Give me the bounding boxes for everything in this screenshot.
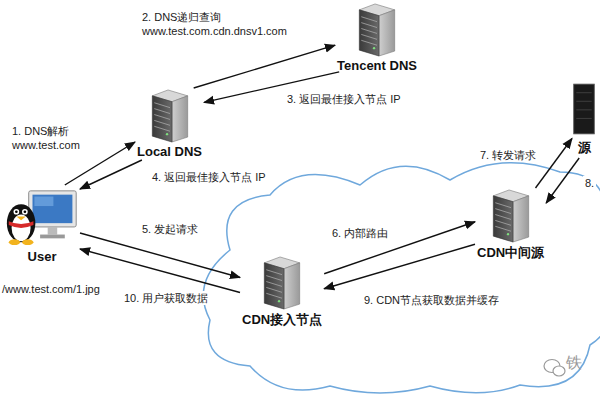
node-label: 源 bbox=[572, 138, 596, 158]
watermark: 铁 bbox=[564, 356, 584, 370]
origin-server-node: 源 bbox=[572, 80, 596, 158]
flow-arrow bbox=[324, 244, 475, 289]
step-label: 3. 返回最佳接入节点 IP bbox=[285, 92, 403, 106]
server-node: CDN中间源 bbox=[475, 188, 546, 263]
flow-arrow bbox=[80, 249, 240, 293]
step-label: 6. 内部路由 bbox=[330, 226, 390, 240]
server-node: CDN接入节点 bbox=[240, 255, 324, 330]
step-label: 1. DNS解析 www.test.com bbox=[10, 124, 104, 152]
server-icon bbox=[260, 255, 304, 310]
bigserver-icon bbox=[572, 80, 596, 138]
wechat-icon bbox=[544, 360, 565, 377]
flow-arrow bbox=[80, 160, 142, 189]
server-node: Tencent DNS bbox=[335, 2, 419, 74]
flow-arrow bbox=[194, 45, 335, 88]
user-icon bbox=[4, 185, 80, 248]
server-icon bbox=[148, 88, 192, 143]
flow-arrow bbox=[535, 139, 572, 189]
step-label: 2. DNS递归查询 www.test.com.cdn.dnsv1.com bbox=[140, 10, 324, 38]
node-label: User bbox=[4, 248, 80, 265]
step-label: 9. CDN节点获取数据并缓存 bbox=[362, 293, 501, 307]
node-label: CDN中间源 bbox=[475, 243, 546, 263]
server-node: Local DNS bbox=[135, 88, 204, 160]
node-label: Tencent DNS bbox=[335, 57, 419, 74]
step-label: 5. 发起请求 bbox=[140, 222, 200, 236]
step-label: 4. 返回最佳接入节点 IP bbox=[150, 170, 268, 184]
server-icon bbox=[489, 188, 533, 243]
step-label: 7. 转发请求 bbox=[478, 148, 538, 162]
user-node: User bbox=[4, 185, 80, 265]
node-label: Local DNS bbox=[135, 143, 204, 160]
step-label: 10. 用户获取数据 bbox=[122, 291, 210, 305]
step-label: 8. bbox=[583, 176, 596, 190]
server-icon bbox=[355, 2, 399, 57]
cdn-cloud bbox=[203, 163, 600, 393]
url-label: /www.test.com/1.jpg bbox=[0, 282, 102, 296]
flow-arrow bbox=[546, 158, 579, 203]
node-label: CDN接入节点 bbox=[240, 310, 324, 330]
